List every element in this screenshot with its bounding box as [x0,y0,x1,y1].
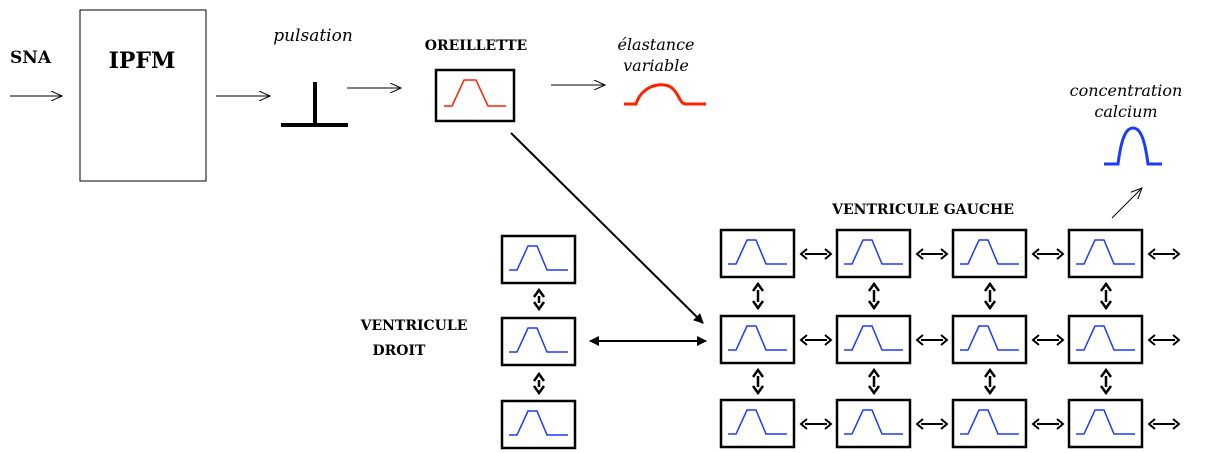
lv-cell-r2-c3-box [951,314,1028,365]
coupling-arrows-layer [532,248,1181,430]
elastance-label-line1: élastance [617,35,694,54]
lv-vertical-arrow-c1-2 [751,367,765,396]
lv-horizontal-arrow-r1-c4 [1147,248,1181,260]
elastance-curve [624,83,706,106]
lv-cell-r2-c4-signal [1076,325,1135,351]
rv-cell-1-signal [509,245,568,271]
lv-cell-r3-c1-signal [728,409,787,435]
lv-cell-r1-c1 [719,228,796,279]
ipfm-box [79,9,207,182]
lv-cell-r2-c1-signal [728,325,787,351]
lv-vertical-arrow-c2-1 [867,281,881,311]
lv-vertical-arrow-c4-1 [1099,281,1113,311]
lv-horizontal-arrow-r3-c4 [1147,418,1181,430]
lv-cell-r2-c1 [719,314,796,365]
lv-cell-r3-c1 [719,398,796,449]
calcium-label-line2: calcium [1094,102,1157,121]
lv-cell-r1-c4-box [1067,228,1144,279]
lv-horizontal-arrow-r2-c1 [799,334,833,346]
lv-horizontal-arrow-r3-c3 [1031,418,1065,430]
ventricule-gauche-label: VENTRICULE GAUCHE [831,202,1014,218]
lv-cell-r2-c3-signal [960,325,1019,351]
lv-cell-r3-c3-signal [960,409,1019,435]
rv-vertical-arrow-2 [532,371,546,396]
lv-vertical-arrow-c4-2 [1099,367,1113,396]
lv-cell-r1-c3-signal [960,239,1019,265]
lv-horizontal-arrow-r2-c2 [915,334,949,346]
rv-vertical-arrow-1 [532,287,546,312]
lv-horizontal-arrow-r1-c1 [799,248,833,260]
lv-cell-r3-c2-box [835,398,912,449]
oreillette-box [434,68,516,123]
lv-cell-r3-c4 [1067,398,1144,449]
lv-horizontal-arrow-r2-c4 [1147,334,1181,346]
oreillette-signal [444,79,506,107]
lv-cell-r3-c2-signal [844,409,903,435]
lv-cell-r3-c1-box [719,398,796,449]
lv-vertical-arrow-c2-2 [867,367,881,396]
rv-cell-3 [500,399,577,450]
lv-cell-r1-c4-signal [1076,239,1135,265]
lv-cell-r3-c2 [835,398,912,449]
lv-cell-r2-c2 [835,314,912,365]
lv-cell-r2-c4 [1067,314,1144,365]
elastance-label-line2: variable [623,56,689,75]
lv-horizontal-arrow-r1-c3 [1031,248,1065,260]
calcium-label-line1: concentration [1070,81,1183,100]
lv-cell-r2-c3 [951,314,1028,365]
pulsation-label: pulsation [273,26,353,46]
lv-cell-r1-c4 [1067,228,1144,279]
lv-cell-r2-c2-signal [844,325,903,351]
lv-cell-r3-c4-signal [1076,409,1135,435]
lv-cell-r1-c1-box [719,228,796,279]
sna-label: SNA [10,48,52,68]
lv-cell-r1-c2 [835,228,912,279]
rv-cell-1 [500,234,577,285]
rv-cell-3-signal [509,410,568,436]
lv-cell-r2-c4-box [1067,314,1144,365]
lv-horizontal-arrow-r1-c2 [915,248,949,260]
rv-cell-1-box [500,234,577,285]
rv-cell-2-box [500,316,577,367]
lv-cell-r3-c4-box [1067,398,1144,449]
lv-cell-r1-c3 [951,228,1028,279]
lv-cell-r3-c3 [951,398,1028,449]
lv-vertical-arrow-c3-2 [983,367,997,396]
ventricule-droit-label-line2: DROIT [373,343,427,359]
lv-cell-r3-c3-box [951,398,1028,449]
oreillette-to-ventricle-arrow [510,132,704,324]
oreillette-label: OREILLETTE [425,38,527,54]
ventricule-droit-label-line1: VENTRICULE [360,318,468,334]
lv-cell-r2-c2-box [835,314,912,365]
pulsation-symbol [281,82,348,127]
calcium-curve [1104,126,1162,166]
lv-cell-r1-c1-signal [728,239,787,265]
cells-layer [500,228,1144,450]
lv-cell-r1-c2-box [835,228,912,279]
lv-horizontal-arrow-r3-c1 [799,418,833,430]
rv-cell-2 [500,316,577,367]
lv-cell-r2-c1-box [719,314,796,365]
lv-horizontal-arrow-r2-c3 [1031,334,1065,346]
rv-cell-3-box [500,399,577,450]
ipfm-label: IPFM [109,48,176,74]
lv-horizontal-arrow-r3-c2 [915,418,949,430]
lv-cell-r1-c3-box [951,228,1028,279]
lv-vertical-arrow-c1-1 [751,281,765,311]
rv-cell-2-signal [509,327,568,353]
lv-cell-r1-c2-signal [844,239,903,265]
lv-vertical-arrow-c3-1 [983,281,997,311]
vg-to-calcium-arrow [1111,188,1142,219]
